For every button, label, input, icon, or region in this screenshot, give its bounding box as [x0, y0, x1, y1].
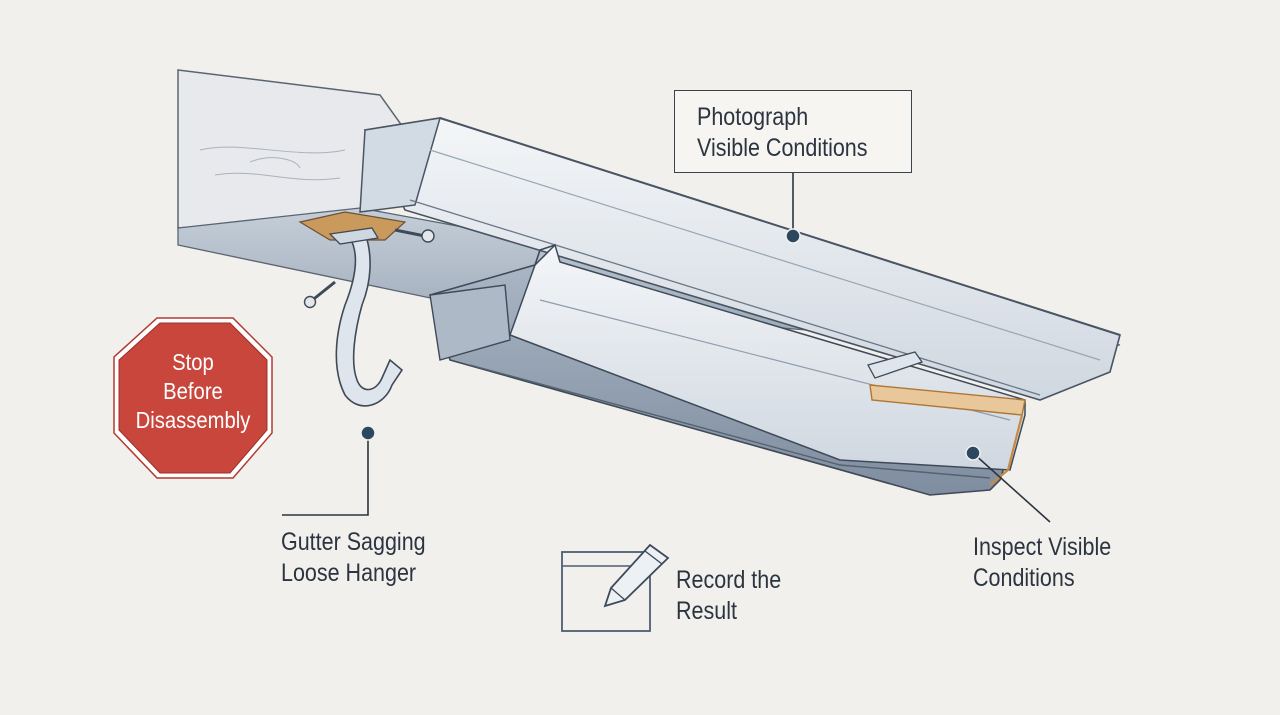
sagging-line-2: Loose Hanger — [281, 559, 417, 587]
stop-line-2: Before — [163, 378, 223, 404]
stop-sign-text: Stop Before Disassembly — [127, 348, 259, 435]
record-line-1: Record the — [676, 566, 782, 594]
record-line-2: Result — [676, 597, 737, 625]
photograph-leader — [785, 173, 801, 244]
inspect-callout: Inspect Visible Conditions — [973, 532, 1111, 594]
screw-icon — [303, 228, 435, 309]
inspect-line-1: Inspect Visible — [973, 533, 1112, 561]
photograph-callout: Photograph Visible Conditions — [697, 102, 868, 164]
inspect-line-2: Conditions — [973, 564, 1075, 592]
stop-sign-icon — [113, 317, 273, 479]
photograph-callout-box — [674, 90, 912, 173]
sagging-line-1: Gutter Sagging — [281, 528, 426, 556]
loose-hanger — [335, 235, 404, 407]
photograph-line-2: Visible Conditions — [697, 134, 868, 162]
stop-line-1: Stop — [172, 349, 214, 375]
upper-gutter — [359, 117, 1121, 401]
photograph-line-1: Photograph — [697, 103, 809, 131]
record-callout: Record the Result — [676, 565, 781, 627]
inspect-leader — [965, 445, 1051, 523]
sagging-gutter — [428, 243, 1027, 496]
clipboard-pencil-icon — [561, 543, 670, 632]
sagging-leader — [282, 425, 376, 516]
stop-line-3: Disassembly — [135, 407, 251, 433]
sagging-callout: Gutter Sagging Loose Hanger — [281, 527, 426, 589]
